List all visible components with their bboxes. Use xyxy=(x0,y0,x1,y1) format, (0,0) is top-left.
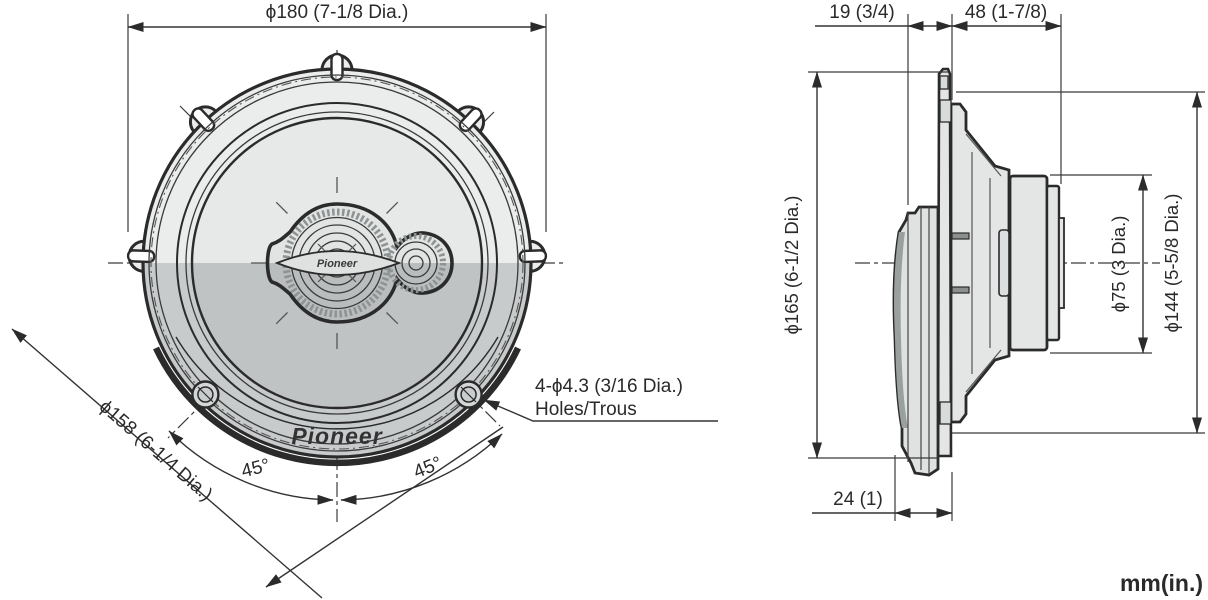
front-view: Pioneer Pioneer ϕ180 (7-1/8 Dia.) ϕ158 (… xyxy=(11,2,718,599)
mounting-hole-right xyxy=(454,380,483,409)
center-driver-assembly: Pioneer xyxy=(265,202,454,324)
holes-note-line2: Holes/Trous xyxy=(535,399,637,420)
dim-overall-diameter: ϕ180 (7-1/8 Dia.) xyxy=(127,2,547,232)
units-note: mm(in.) xyxy=(1120,570,1203,596)
dim-magnet: ϕ75 (3 Dia.) xyxy=(1050,174,1152,354)
basket-details xyxy=(965,133,1002,393)
voice-coil xyxy=(998,229,1010,297)
flange-detail-upper xyxy=(939,99,952,123)
flange-tab-top xyxy=(939,75,949,90)
bezel-shading xyxy=(894,232,908,428)
rear-stub xyxy=(1058,217,1065,309)
dim-front-protrusion-label: 24 (1) xyxy=(833,489,883,510)
dim-side-overall-label: ϕ165 (6-1/2 Dia.) xyxy=(781,196,802,335)
dim-depths-top: 19 (3/4) 48 (1-7/8) xyxy=(815,2,1062,205)
bezel-details xyxy=(907,207,930,474)
frame-lower-arc-thin xyxy=(175,336,499,430)
bolt-circle xyxy=(150,76,524,450)
magnet xyxy=(1008,174,1049,352)
frame-rings xyxy=(148,74,526,452)
terminal-upper xyxy=(951,232,970,240)
side-view: 19 (3/4) 48 (1-7/8) 24 (1) ϕ165 (6-1/2 D… xyxy=(781,2,1205,521)
flange-detail-lower xyxy=(939,401,952,425)
center-badge-band xyxy=(274,250,402,276)
angle-right-label: 45° xyxy=(411,453,446,483)
dim-rear-depth-label: 48 (1-7/8) xyxy=(965,2,1047,23)
dim-overall-diameter-label: ϕ180 (7-1/8 Dia.) xyxy=(266,2,409,23)
dim-front-depth-label: 19 (3/4) xyxy=(829,2,894,23)
dim-front-protrusion: 24 (1) xyxy=(812,455,953,521)
pioneer-logo: Pioneer xyxy=(291,423,382,449)
dim-frame-label: ϕ144 (5-5/8 Dia.) xyxy=(1161,194,1182,333)
cone-edge xyxy=(190,116,484,410)
center-badge-logo: Pioneer xyxy=(317,258,358,270)
mounting-flange xyxy=(936,67,953,458)
rear-plate xyxy=(1045,184,1061,342)
dim-frame: ϕ144 (5-5/8 Dia.) xyxy=(952,91,1205,434)
mounting-hole-left xyxy=(191,380,220,409)
basket-profile xyxy=(949,102,1011,424)
terminal-lower xyxy=(951,286,970,294)
dim-bolt-circle-label: ϕ158 (6-1/4 Dia.) xyxy=(95,396,216,505)
dim-magnet-label: ϕ75 (3 Dia.) xyxy=(1108,216,1129,313)
mounting-holes-callout: 4-ϕ4.3 (3/16 Dia.) Holes/Trous xyxy=(483,376,718,422)
holes-note-line1: 4-ϕ4.3 (3/16 Dia.) xyxy=(535,376,683,397)
angle-left-label: 45° xyxy=(239,455,272,482)
dim-side-overall: ϕ165 (6-1/2 Dia.) xyxy=(781,71,948,459)
midrange-texture-ring xyxy=(386,233,446,293)
